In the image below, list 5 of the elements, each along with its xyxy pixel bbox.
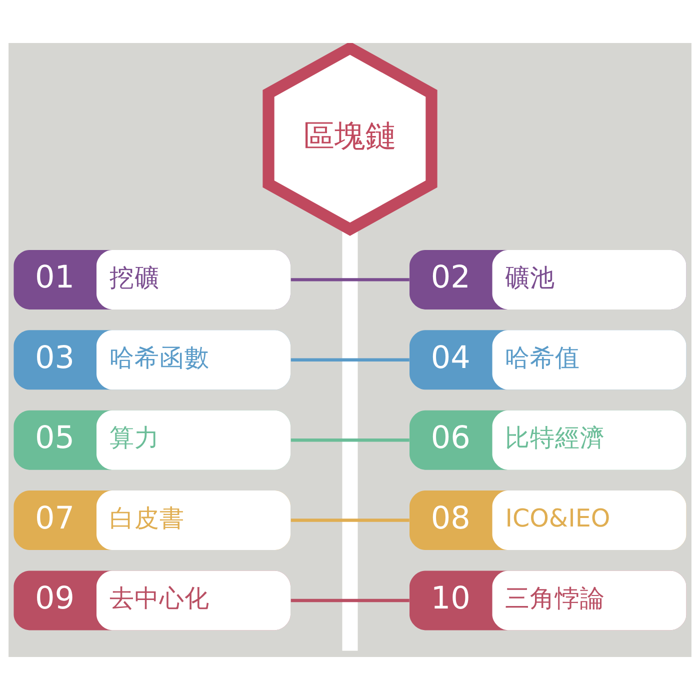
- connector: [290, 518, 410, 522]
- connector: [290, 278, 410, 282]
- connector: [290, 358, 410, 362]
- connector: [290, 438, 410, 442]
- connector: [290, 598, 410, 602]
